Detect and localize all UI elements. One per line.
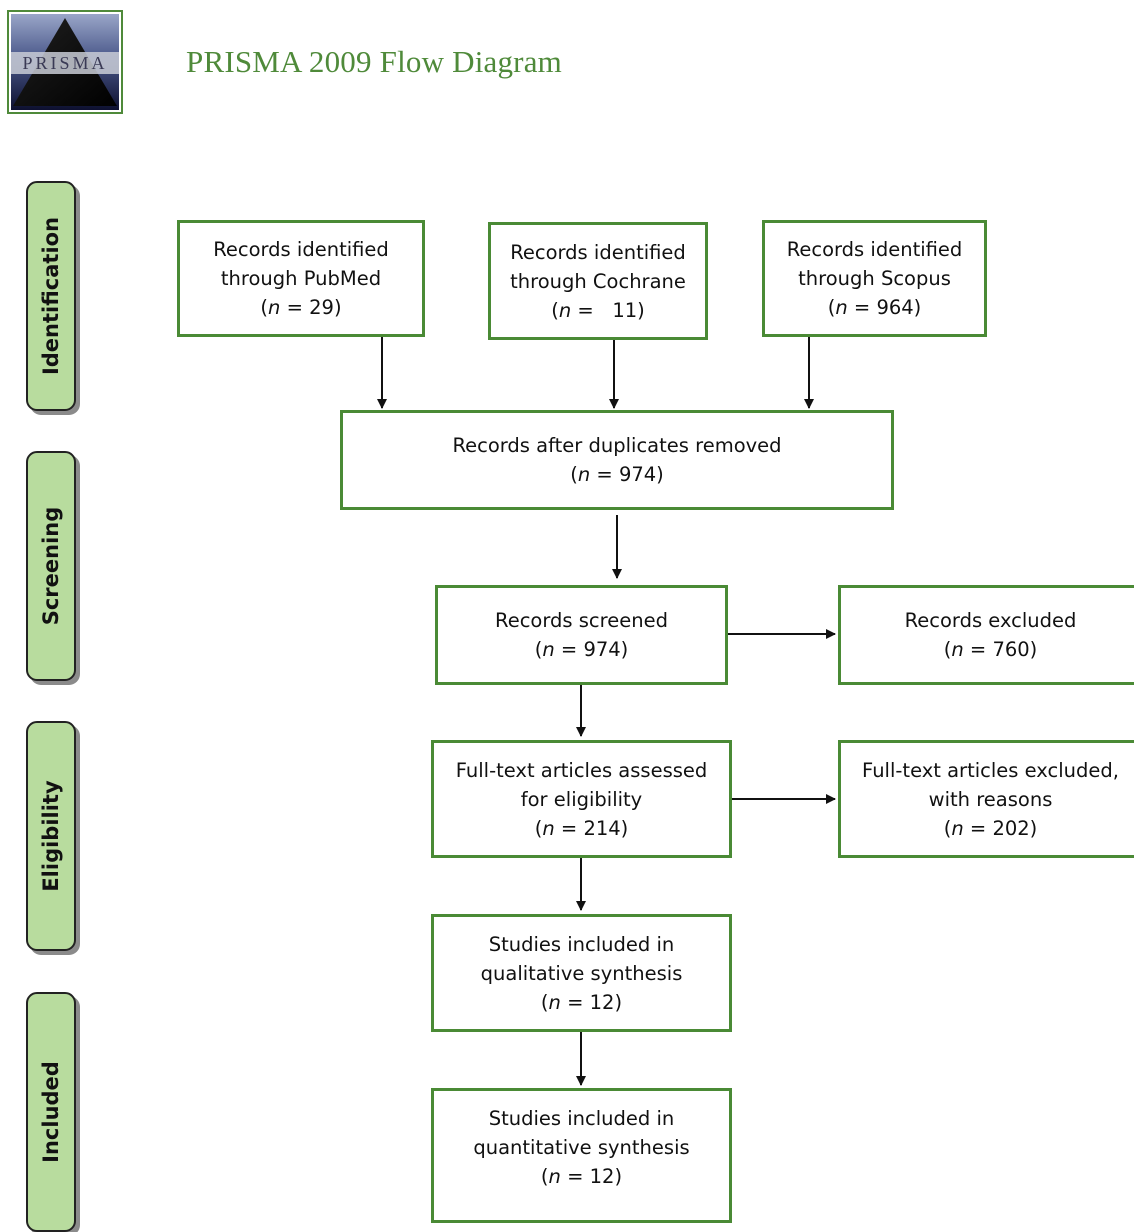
fulltext-count: (n = 214)	[534, 816, 629, 840]
prisma-logo-graphic: PRISMA	[11, 14, 119, 110]
cochrane-line2: through Cochrane	[510, 269, 686, 293]
excluded-line1: Records excluded	[904, 609, 1077, 632]
scopus-line2: through Scopus	[798, 267, 951, 290]
box-records-pubmed: Records identified through PubMed (n = 2…	[177, 220, 425, 337]
qualitative-line1: Studies included in	[488, 932, 675, 956]
quantitative-line1: Studies included in	[488, 1107, 675, 1130]
box-duplicates-removed: Records after duplicates removed (n = 97…	[340, 410, 894, 510]
qualitative-line2: qualitative synthesis	[480, 961, 683, 985]
ft-excluded-line2: with reasons	[928, 787, 1053, 811]
quantitative-line2: quantitative synthesis	[473, 1136, 690, 1159]
screened-line1: Records screened	[495, 609, 668, 632]
box-records-scopus: Records identified through Scopus (n = 9…	[762, 220, 987, 337]
box-records-cochrane: Records identified through Cochrane (n =…	[488, 222, 708, 340]
pubmed-count: (n = 29)	[260, 296, 342, 319]
pubmed-line1: Records identified	[213, 238, 389, 261]
pubmed-line2: through PubMed	[220, 267, 382, 290]
logo-text: PRISMA	[22, 53, 107, 73]
scopus-count: (n = 964)	[827, 296, 922, 319]
box-fulltext-excluded: Full-text articles excluded, with reason…	[838, 740, 1134, 858]
page-title: PRISMA 2009 Flow Diagram	[186, 44, 562, 79]
prisma-logo: PRISMA	[7, 10, 123, 114]
excluded-count: (n = 760)	[943, 638, 1038, 661]
fulltext-line2: for eligibility	[520, 787, 643, 811]
fulltext-line1: Full-text articles assessed	[455, 758, 708, 782]
ft-excluded-count: (n = 202)	[943, 816, 1038, 840]
duplicates-line1: Records after duplicates removed	[452, 434, 782, 457]
screened-count: (n = 974)	[534, 638, 629, 661]
box-records-excluded: Records excluded (n = 760)	[838, 585, 1134, 685]
ft-excluded-line1: Full-text articles excluded,	[862, 758, 1119, 782]
box-quantitative-synthesis: Studies included in quantitative synthes…	[431, 1088, 732, 1223]
box-records-screened: Records screened (n = 974)	[435, 585, 728, 685]
phase-identification: Identification	[26, 181, 76, 411]
box-qualitative-synthesis: Studies included in qualitative synthesi…	[431, 914, 732, 1032]
cochrane-line1: Records identified	[510, 240, 686, 264]
quantitative-count: (n = 12)	[540, 1165, 623, 1188]
qualitative-count: (n = 12)	[540, 990, 623, 1014]
box-fulltext-assessed: Full-text articles assessed for eligibil…	[431, 740, 732, 858]
cochrane-count: (n = 11)	[551, 298, 645, 322]
phase-eligibility: Eligibility	[26, 721, 76, 951]
duplicates-count: (n = 974)	[570, 463, 664, 486]
scopus-line1: Records identified	[786, 238, 963, 261]
phase-included: Included	[26, 992, 76, 1232]
phase-screening: Screening	[26, 451, 76, 681]
